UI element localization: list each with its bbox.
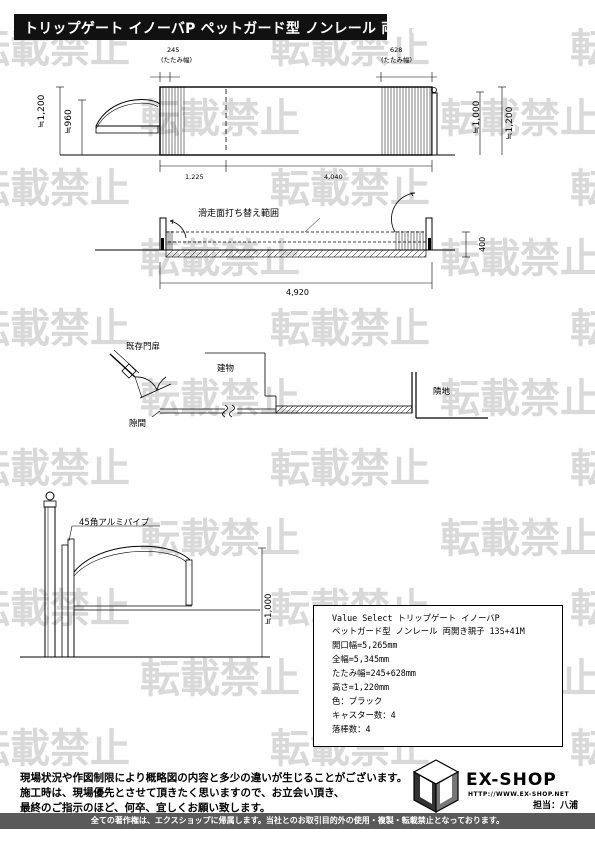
- staff-label: 担当：八浦: [533, 801, 579, 811]
- existing-door-label: 既存門扉: [126, 342, 161, 352]
- neighbor-label: 隣地: [433, 387, 451, 397]
- watermark-text: 転載禁止: [270, 446, 430, 492]
- spec-line-1: Value Select トリップゲート イノーバP: [332, 613, 500, 623]
- footer-bar: [0, 813, 595, 829]
- watermark-text: 転載禁止: [140, 96, 300, 142]
- note-line-2: 施工時は、現場優先とさせて頂きたく思いますので、お立会い頂き、: [20, 787, 345, 799]
- watermark-text: 転載禁止: [570, 166, 595, 212]
- detail-view: [20, 491, 270, 658]
- height-total-right-dim: ≒1,200: [505, 106, 515, 140]
- watermark-text: 転載禁止: [0, 446, 130, 492]
- site-plan: [109, 349, 488, 419]
- spec-box: Value Select トリップゲート イノーバP ペットガード型 ノンレール…: [313, 605, 563, 747]
- watermark-text: 転載禁止: [270, 166, 430, 212]
- watermark-text: 転載禁止: [0, 586, 130, 632]
- pipe-label: 45角アルミパイプ: [79, 518, 150, 528]
- plan-view: [95, 192, 470, 289]
- detail-height-dim: ≒1,000: [264, 593, 274, 625]
- width-right-dim: 4,040: [324, 173, 343, 181]
- fold-right-dim: 628: [390, 46, 403, 54]
- watermark-text: 転載禁止: [440, 516, 595, 562]
- depth-dim: 400: [478, 236, 487, 252]
- spec-line-5: たたみ幅=245+628mm: [332, 668, 416, 678]
- logo-url: HTTP://WWW.EX-SHOP.NET: [468, 791, 570, 798]
- fold-left-sub: (たたみ幅): [161, 56, 193, 64]
- watermark-text: 転載禁止: [570, 726, 595, 772]
- watermark-text: 転載禁止: [270, 306, 430, 352]
- watermark-text: 転載禁止: [140, 236, 300, 282]
- footer-text: 全ての著作権は、エクスショップに帰属します。当社とのお取引目的外の使用・複製・転…: [90, 816, 505, 825]
- spec-line-8: キャスター数：4: [332, 710, 396, 720]
- page-title: トリップゲート イノーバP ペットガード型 ノンレール 両開き親子: [24, 21, 453, 37]
- building-label: 建物: [217, 364, 235, 374]
- logo-name: EX-SHOP: [466, 770, 557, 790]
- spec-line-9: 落棒数：4: [332, 724, 371, 734]
- watermark-text: 転載禁止: [140, 376, 300, 422]
- spec-line-2: ペットガード型 ノンレール 両開き親子 13S+41M: [332, 626, 525, 636]
- logo-cube-icon: [412, 759, 460, 814]
- fold-left-dim: 245: [167, 46, 180, 54]
- note-line-3: 最終のご指示のほど、何卒、宜しくお願い致します。: [20, 802, 271, 814]
- watermark-text: 転載禁止: [0, 726, 130, 772]
- watermark-text: 転載禁止: [440, 376, 595, 422]
- gap-label: 隙間: [129, 419, 147, 429]
- total-width-dim: 4,920: [286, 288, 309, 297]
- watermark-text: 転載禁止: [570, 26, 595, 72]
- height-total-dim: ≒1,200: [37, 94, 47, 128]
- width-left-dim: 1,225: [185, 173, 204, 181]
- spec-line-7: 色：ブラック: [332, 696, 383, 706]
- spec-line-6: 高さ=1,220mm: [332, 682, 390, 692]
- height-gate-dim: ≒1,000: [472, 100, 482, 134]
- watermark-text: 転載禁止: [0, 166, 130, 212]
- watermark-text: 転載禁止: [0, 306, 130, 352]
- watermark-text: 転載禁止: [440, 96, 595, 142]
- range-label: 滑走面打ち替え範囲: [198, 209, 280, 219]
- title-bar: [14, 14, 387, 40]
- fold-right-sub: (たたみ幅): [381, 56, 413, 64]
- elevation-view: [56, 72, 506, 172]
- watermark-text: 転載禁止: [570, 446, 595, 492]
- watermark-text: 転載禁止: [570, 306, 595, 352]
- note-line-1: 現場状況や作図制限により概略図の内容と多少の違いが生じることがございます。: [20, 772, 408, 784]
- spec-line-4: 全幅=5,345mm: [332, 654, 390, 664]
- height-mesh-dim: ≒960: [64, 109, 74, 134]
- spec-line-3: 開口幅=5,265mm: [332, 640, 398, 650]
- watermark-text: 転載禁止: [140, 516, 300, 562]
- watermark-text: 転載禁止: [570, 586, 595, 632]
- watermark-text: 転載禁止: [140, 656, 300, 702]
